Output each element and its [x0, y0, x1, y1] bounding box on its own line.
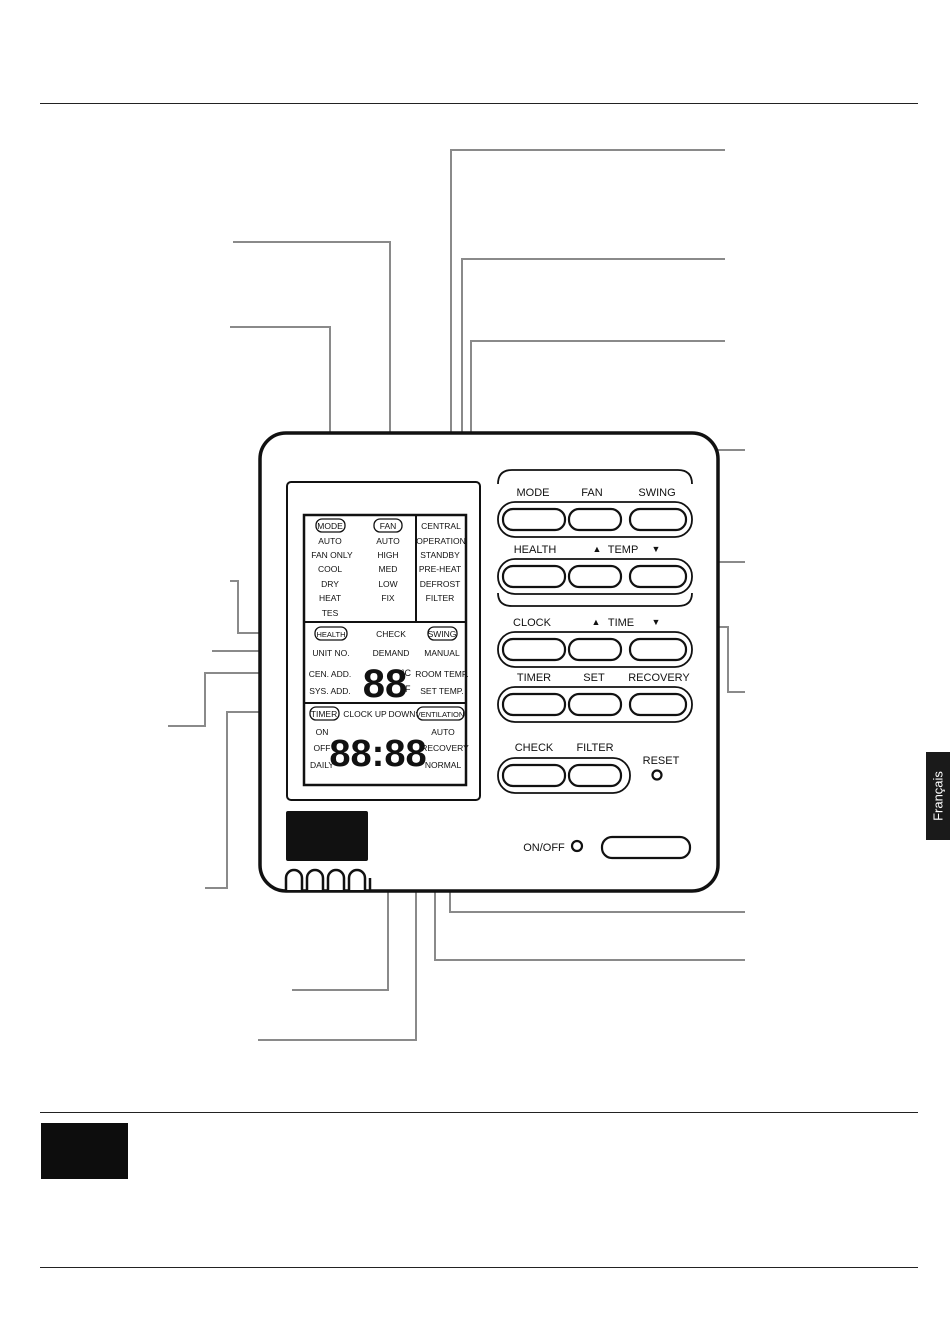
temp-up-button[interactable]	[567, 564, 623, 589]
label-clock: CLOCK	[513, 617, 552, 629]
lcd-clock-up: CLOCK UP	[343, 709, 387, 719]
lcd-mode-item: COOL	[318, 564, 342, 574]
bottom-slots	[284, 868, 372, 890]
temp-up-icon: ▲	[593, 544, 602, 554]
label-reset: RESET	[643, 755, 680, 767]
lcd-fan-item: MED	[379, 564, 398, 574]
lcd-ventilation: VENTILATION	[416, 710, 465, 719]
lcd-on: ON	[316, 727, 329, 737]
time-up-button[interactable]	[567, 637, 623, 662]
label-onoff: ON/OFF	[523, 842, 565, 854]
language-tab[interactable]: Français	[926, 752, 950, 840]
lcd-daily: DAILY	[310, 760, 334, 770]
health-button[interactable]	[501, 564, 567, 589]
lcd-status-item: DEFROST	[420, 579, 461, 589]
lcd-swing: SWING	[428, 629, 457, 639]
lcd-fan-item: HIGH	[377, 550, 398, 560]
label-mode: MODE	[517, 487, 550, 499]
lcd-unit-no: UNIT NO.	[312, 648, 349, 658]
set-button[interactable]	[567, 692, 623, 717]
lcd-screen	[302, 513, 468, 787]
lcd-mode-item: HEAT	[319, 593, 341, 603]
bottom-rule	[40, 1267, 918, 1268]
lcd-room-temp: ROOM TEMP.	[415, 669, 469, 679]
lcd-unit-c: °C	[401, 668, 412, 678]
lcd-mode-item: DRY	[321, 579, 339, 589]
lcd-off: OFF	[314, 743, 331, 753]
lcd-temp-digits: 88	[363, 662, 408, 706]
lcd-sys-add: SYS. ADD.	[309, 686, 351, 696]
time-down-icon: ▼	[652, 617, 661, 627]
label-timer: TIMER	[517, 672, 551, 684]
lcd-status-item: CENTRAL	[421, 521, 461, 531]
lcd-down: DOWN	[389, 709, 416, 719]
health-pill	[314, 626, 348, 641]
note-top-rule	[40, 1112, 918, 1113]
mode-button[interactable]	[501, 507, 567, 532]
lcd-mode-item: AUTO	[318, 536, 342, 546]
label-temp: TEMP	[608, 544, 639, 556]
temp-down-icon: ▼	[652, 544, 661, 554]
onoff-button[interactable]	[600, 835, 692, 860]
lcd-manual: MANUAL	[424, 648, 460, 658]
lcd-status-item: FILTER	[426, 593, 455, 603]
mode-pill	[315, 518, 346, 533]
recovery-button[interactable]	[628, 692, 688, 717]
lcd-mode-item: FAN ONLY	[311, 550, 353, 560]
receiver-window	[286, 811, 368, 861]
lcd-status-item: OPERATION	[416, 536, 465, 546]
button-groups	[497, 469, 693, 794]
note-icon-box	[41, 1123, 128, 1179]
lcd-health: HEALTH	[316, 630, 345, 639]
callout-central	[450, 149, 725, 527]
filter-button[interactable]	[567, 763, 623, 788]
check-button[interactable]	[501, 763, 567, 788]
swing-button[interactable]	[628, 507, 688, 532]
lcd-unit-f: °F	[401, 684, 411, 694]
label-time: TIME	[608, 617, 634, 629]
label-fan: FAN	[581, 487, 602, 499]
clock-button[interactable]	[501, 637, 567, 662]
lcd-cen-add: CEN. ADD.	[309, 669, 352, 679]
lcd-fan-item: FIX	[381, 593, 395, 603]
lcd-vent-item: AUTO	[431, 727, 455, 737]
temp-down-button[interactable]	[628, 564, 688, 589]
timer-pill	[309, 706, 340, 721]
reset-button[interactable]	[651, 769, 663, 781]
lcd-mode-item: TES	[322, 608, 339, 618]
lcd-status-item: PRE-HEAT	[419, 564, 461, 574]
lcd-mode-header: MODE	[317, 521, 343, 531]
fan-button[interactable]	[567, 507, 623, 532]
timer-button[interactable]	[501, 692, 567, 717]
time-down-button[interactable]	[628, 637, 688, 662]
label-recovery: RECOVERY	[628, 672, 690, 684]
top-rule	[40, 103, 918, 104]
label-filter: FILTER	[576, 742, 613, 754]
lcd-status-item: STANDBY	[420, 550, 460, 560]
lcd-fan-item: LOW	[378, 579, 397, 589]
lcd-vent-item: RECOVERY	[421, 743, 469, 753]
lcd-check: CHECK	[376, 629, 406, 639]
swing-pill	[427, 626, 458, 641]
time-up-icon: ▲	[592, 617, 601, 627]
label-set: SET	[583, 672, 605, 684]
lcd-fan-item: AUTO	[376, 536, 400, 546]
onoff-indicator-light	[570, 839, 584, 853]
fan-pill	[373, 518, 403, 533]
callout-fan	[233, 241, 391, 518]
lcd-vent-item: NORMAL	[425, 760, 462, 770]
ventilation-pill	[416, 706, 465, 721]
label-check: CHECK	[515, 742, 554, 754]
lcd-set-temp: SET TEMP.	[420, 686, 463, 696]
lcd-timer: TIMER	[311, 709, 337, 719]
lcd-clock-digits: 88:88	[329, 733, 426, 775]
lcd-demand: DEMAND	[373, 648, 410, 658]
label-swing: SWING	[638, 487, 675, 499]
label-health: HEALTH	[514, 544, 557, 556]
lcd-fan-header: FAN	[380, 521, 397, 531]
